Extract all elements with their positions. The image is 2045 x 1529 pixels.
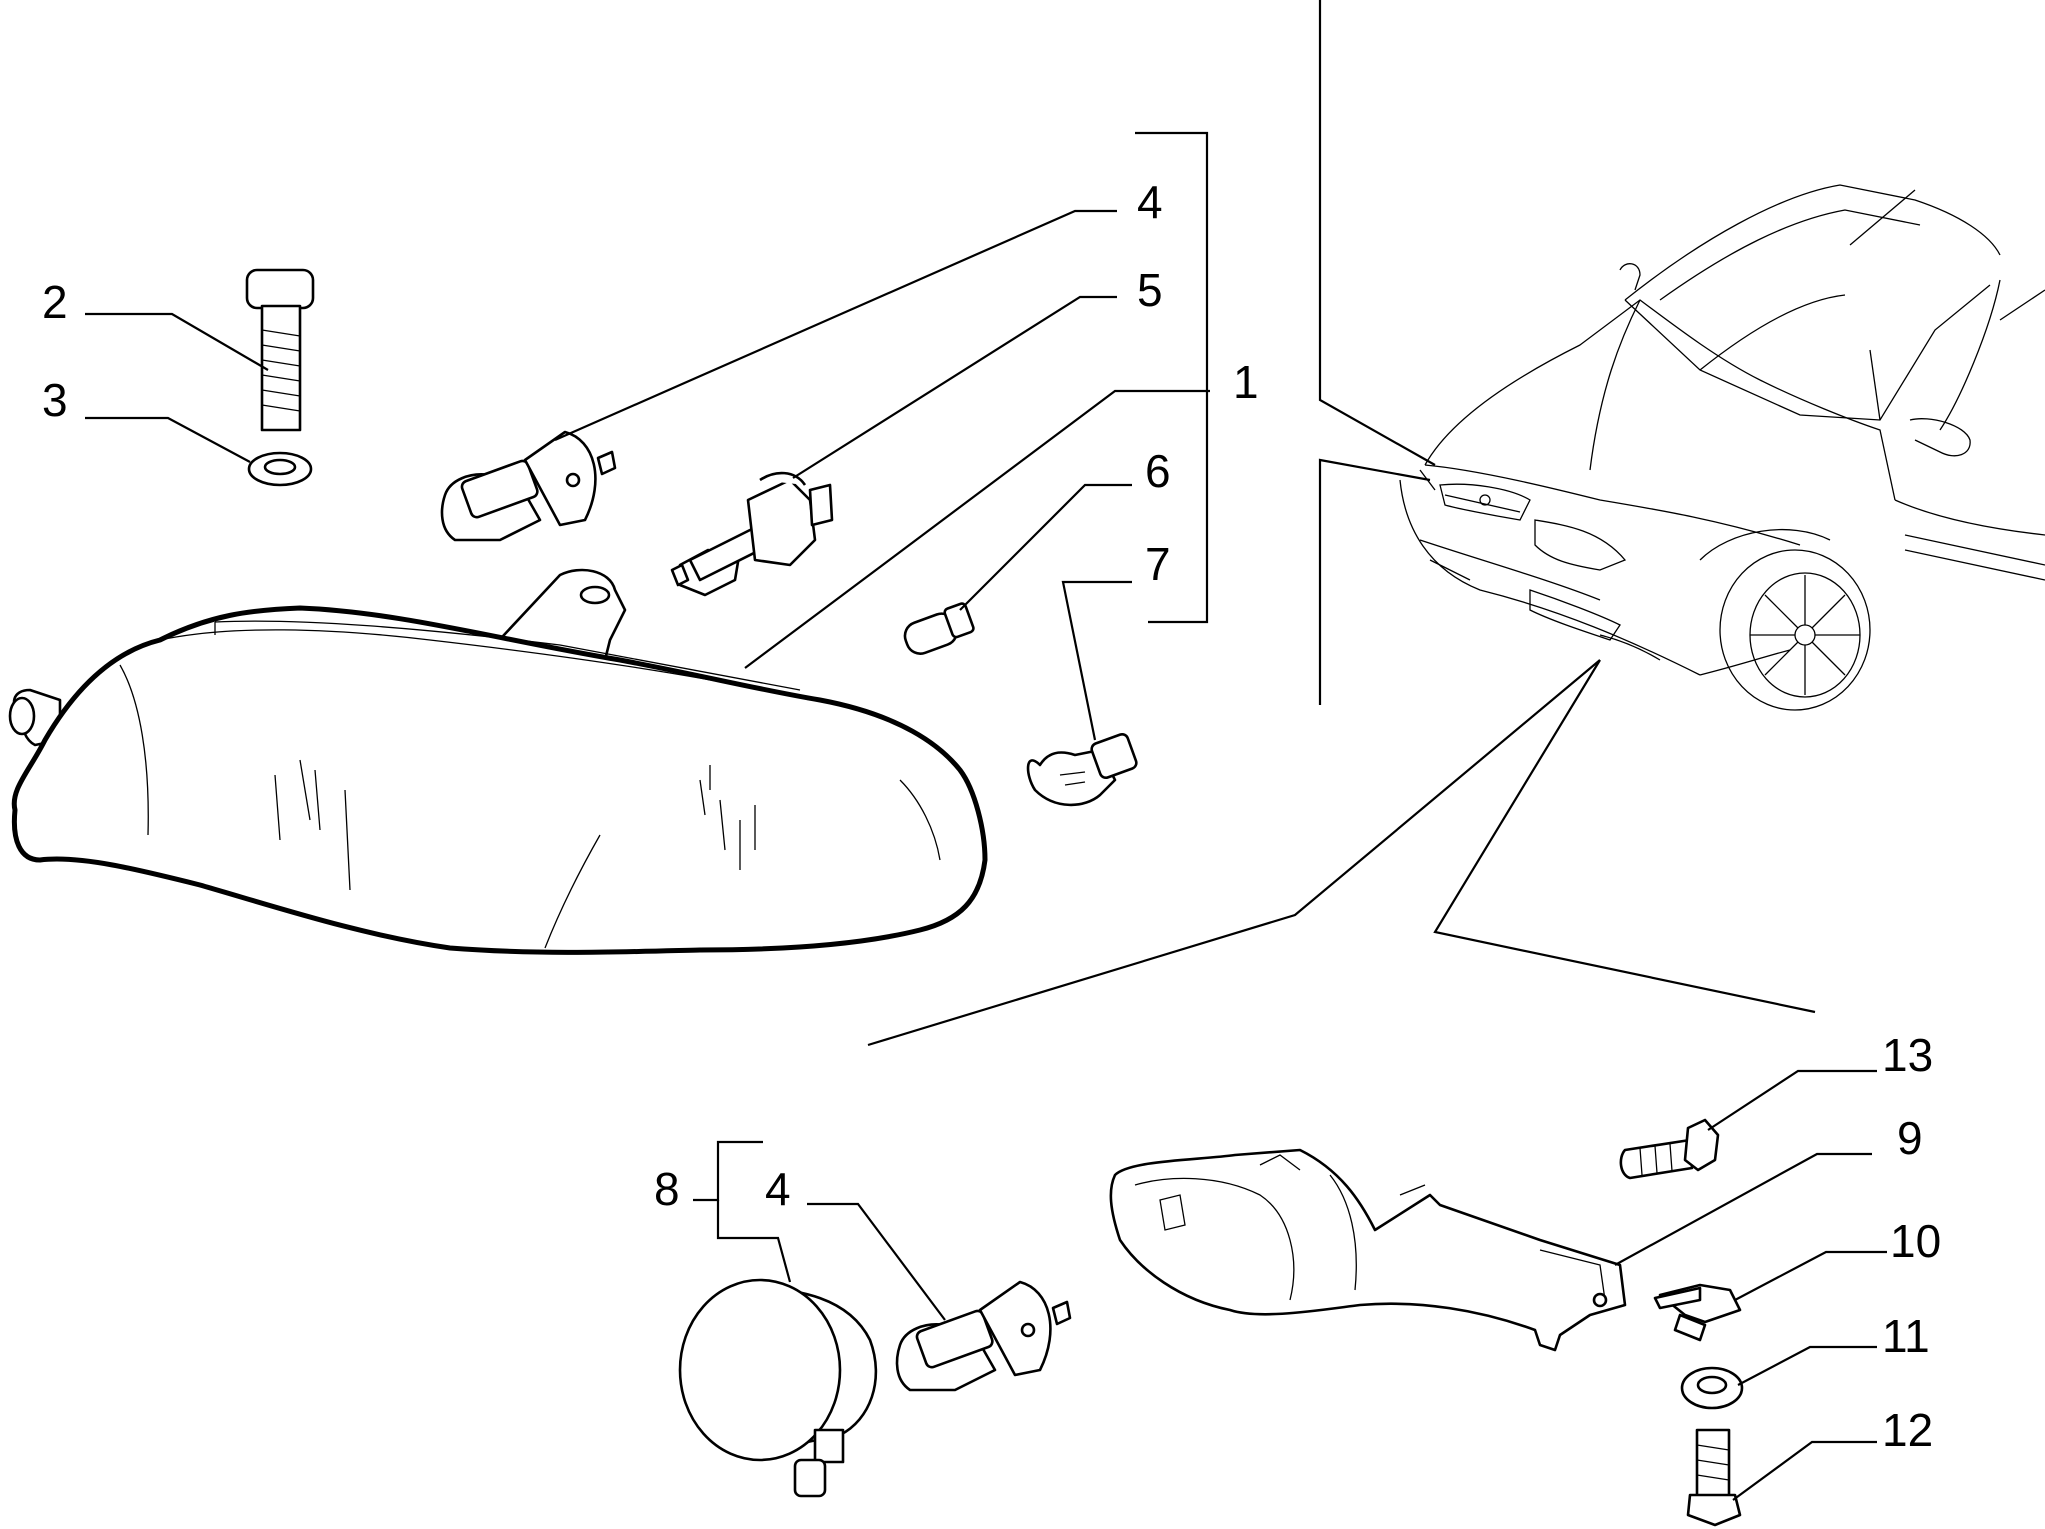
leader-line-9 [1614,1152,1872,1266]
car-leader-line-mid [1318,458,1431,705]
washer-icon [1680,1366,1744,1410]
leader-line-11 [1737,1345,1877,1386]
callout-label-2: 2 [42,276,68,328]
callout-label-13: 13 [1882,1029,1933,1081]
wedge-bulb-icon [903,602,975,655]
leader-line-8b [716,1200,792,1283]
leader-line-3 [85,416,251,463]
callout-label-10: 10 [1890,1215,1941,1267]
leader-line-5 [792,295,1117,479]
leader-line-1 [744,389,1210,669]
car-front-icon [1399,184,2045,711]
clip-icon [1653,1283,1742,1342]
callout-label-8: 8 [654,1163,680,1215]
leader-line-6 [959,483,1132,611]
leader-line-12 [1732,1440,1877,1501]
car-leader-line-top [1318,0,1436,466]
leader-line-13 [1707,1069,1877,1131]
headlamp-unit-icon [8,568,988,955]
fog-lamp-icon [678,1278,878,1498]
car-leader-line-fog-left [867,659,1601,1047]
leader-line-4a [554,209,1117,442]
leader-line-4b [807,1202,946,1321]
callout-label-1: 1 [1233,356,1259,408]
leader-line-2 [85,312,269,371]
callout-label-6: 6 [1145,445,1171,497]
leader-line-7 [1061,580,1132,741]
leader-line-10 [1734,1250,1887,1301]
callout-label-12: 12 [1882,1404,1933,1456]
screw-icon [1619,1118,1720,1180]
car-leader-line-fog-right [1433,659,1816,1014]
callout-label-4b: 4 [765,1163,791,1215]
lamp-bracket-icon [1109,1148,1627,1352]
callout-label-7: 7 [1145,538,1171,590]
callout-label-9: 9 [1897,1112,1923,1164]
washer-icon [247,451,313,487]
leader-line-8 [693,1140,763,1202]
bayonet-bulb-icon [1026,732,1138,807]
halogen-bulb-icon [670,471,834,597]
callout-label-11: 11 [1882,1310,1930,1362]
bolt-icon [245,268,315,432]
halogen-bulb-icon [440,430,617,542]
screw-icon [1686,1428,1742,1527]
callout-label-3: 3 [42,374,68,426]
callout-label-5: 5 [1137,264,1163,316]
callout-label-4a: 4 [1137,176,1163,228]
group-bracket-1 [1135,131,1209,624]
halogen-bulb-icon [895,1280,1072,1392]
